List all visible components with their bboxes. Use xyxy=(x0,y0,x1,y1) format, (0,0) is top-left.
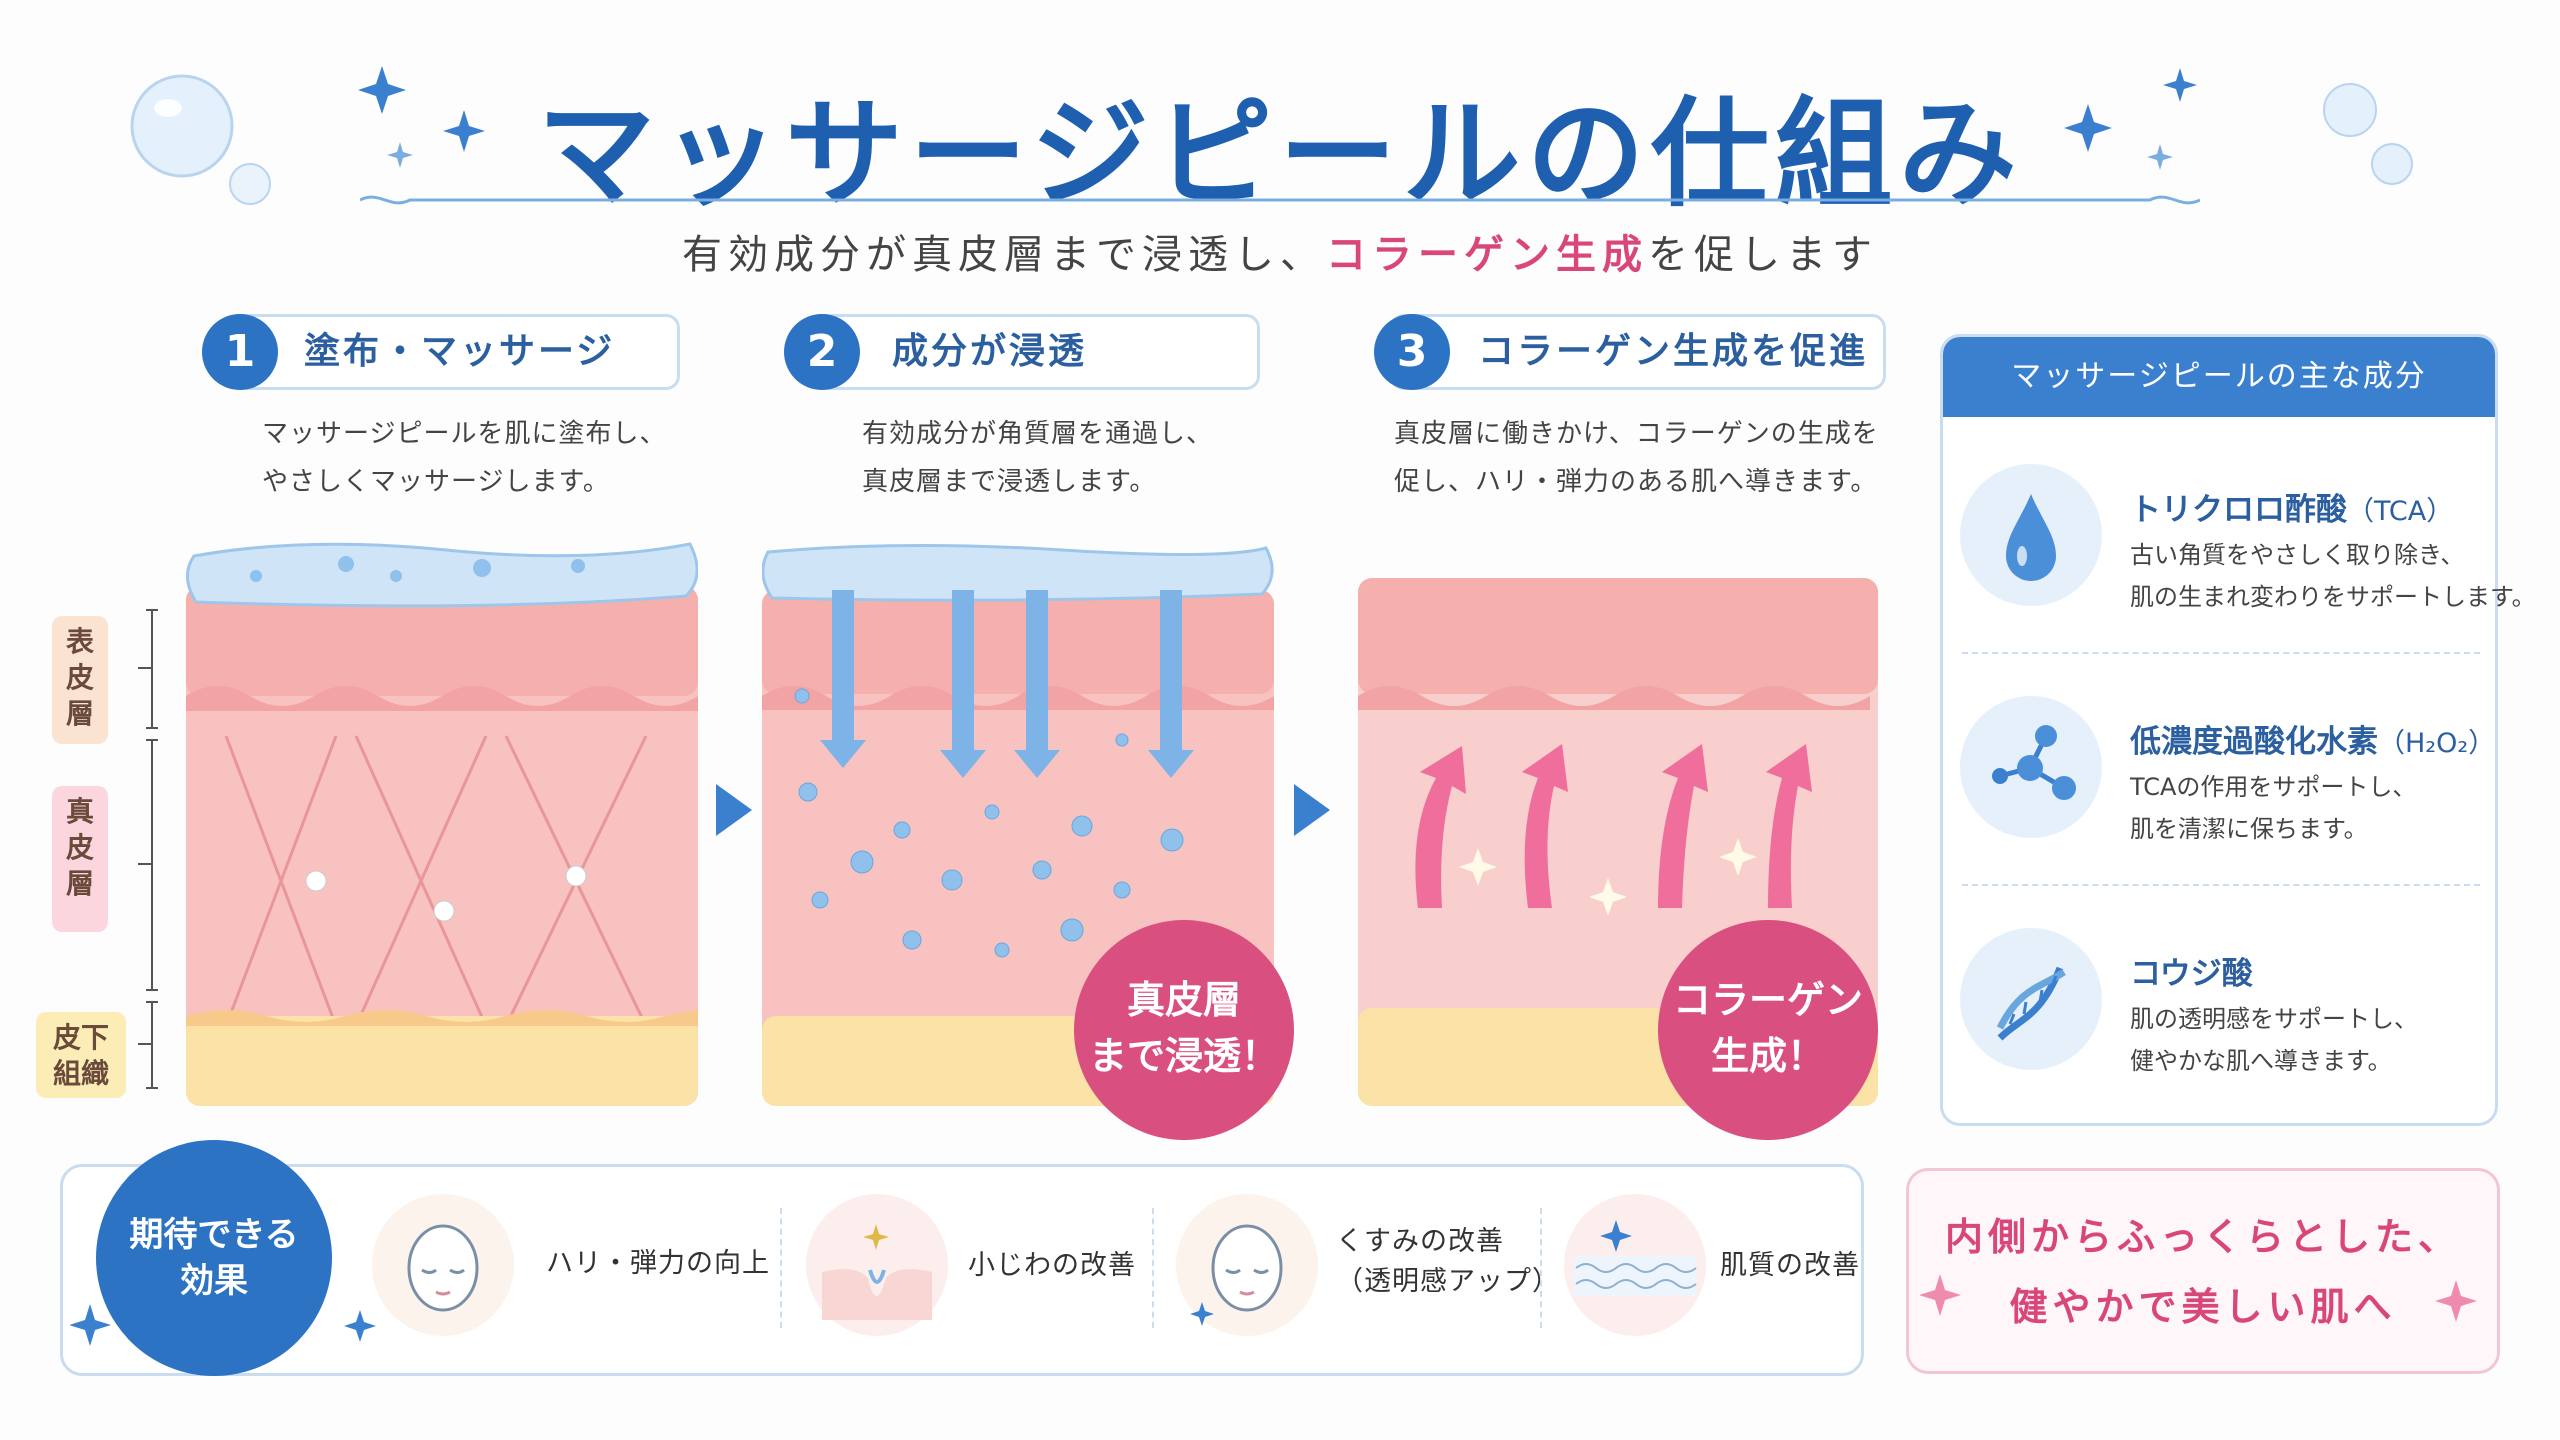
bubble-step-2-line1: 真皮層 xyxy=(1126,978,1241,1022)
ingredient-2-sub: （H₂O₂） xyxy=(2378,728,2496,759)
step-1-label: 塗布・マッサージ xyxy=(304,331,616,372)
effects-badge: 期待できる 効果 xyxy=(96,1140,332,1376)
effect-3-line1: くすみの改善 xyxy=(1336,1226,1504,1257)
ingredient-separator-1 xyxy=(1962,652,2480,654)
ingredient-1-name: トリクロロ酢酸（TCA） xyxy=(2130,484,2453,529)
effect-separator-3 xyxy=(1540,1208,1542,1328)
ingredient-3-name: コウジ酸 xyxy=(2130,948,2253,993)
step-1-number: 1 xyxy=(202,314,278,390)
effects-box xyxy=(60,1164,1864,1376)
dna-icon xyxy=(1960,928,2102,1070)
step-2-desc-line2: 真皮層まで浸透します。 xyxy=(862,467,1157,497)
layer-subcutis-text: 皮下 組織 xyxy=(52,1021,109,1090)
bubble-step-3-line1: コラーゲン xyxy=(1672,978,1863,1022)
flow-arrow-1 xyxy=(716,784,752,836)
tagline-box xyxy=(1906,1168,2500,1374)
ingredient-2-name-text: 低濃度過酸化水素 xyxy=(2130,724,2378,760)
step-3-desc-line1: 真皮層に働きかけ、コラーゲンの生成を xyxy=(1394,419,1879,449)
effect-4-label: 肌質の改善 xyxy=(1720,1246,1860,1286)
droplet-icon xyxy=(1960,464,2102,606)
step-3-label: コラーゲン生成を促進 xyxy=(1478,331,1869,372)
tagline: 内側からふっくらとした、 健やかで美しい肌へ xyxy=(1906,1202,2500,1342)
decor-top-right xyxy=(2064,68,2413,185)
ingredient-1-desc: 古い角質をやさしく取り除き、肌の生まれ変わりをサポートします。 xyxy=(2130,534,2536,618)
bubble-step-3: コラーゲン 生成！ xyxy=(1658,920,1878,1140)
subtitle-text: 有効成分が真皮層まで浸透し、 xyxy=(682,232,1326,278)
title-underline xyxy=(360,195,2200,205)
effect-1-label: ハリ・弾力の向上 xyxy=(546,1244,770,1284)
skin-texture-icon xyxy=(1564,1194,1706,1336)
ingredient-3-desc-line2: 健やかな肌へ導きます。 xyxy=(2130,1047,2392,1075)
face-icon xyxy=(372,1194,514,1336)
tagline-line2: 健やかで美しい肌へ xyxy=(2009,1285,2397,1329)
step-2-desc: 有効成分が角質層を通過し、 真皮層まで浸透します。 xyxy=(862,410,1213,506)
effects-sparkles xyxy=(70,1304,376,1346)
layer-epidermis-text: 表 皮 層 xyxy=(65,625,94,730)
tagline-sparkles xyxy=(1920,1274,2477,1322)
bubble-step-2: 真皮層 まで浸透！ xyxy=(1074,920,1294,1140)
layer-bracket xyxy=(138,609,158,1089)
ingredient-3-desc-line1: 肌の透明感をサポートし、 xyxy=(2130,1005,2418,1033)
effect-3-label: くすみの改善 （透明感アップ） xyxy=(1336,1222,1560,1302)
ingredient-1-name-text: トリクロロ酢酸 xyxy=(2130,492,2347,528)
ingredient-2-desc-line1: TCAの作用をサポートし、 xyxy=(2130,773,2417,801)
ingredient-2-desc-line2: 肌を清潔に保ちます。 xyxy=(2130,815,2368,843)
effect-4-line1: 肌質の改善 xyxy=(1720,1250,1860,1281)
page-subtitle: 有効成分が真皮層まで浸透し、コラーゲン生成を促します xyxy=(0,222,2560,280)
bubble-step-2-line2: まで浸透！ xyxy=(1088,1034,1279,1078)
effect-3-line2: （透明感アップ） xyxy=(1336,1266,1560,1297)
step-1-desc-line1: マッサージピールを肌に塗布し、 xyxy=(262,419,667,449)
face-glow-icon xyxy=(1176,1194,1318,1336)
layer-label-epidermis: 表 皮 層 xyxy=(52,616,108,744)
skin-panel-1 xyxy=(186,542,698,1106)
effect-separator-2 xyxy=(1152,1208,1154,1328)
step-3-header xyxy=(1390,314,1886,390)
effects-badge-line2: 効果 xyxy=(180,1261,248,1301)
ingredient-2-name: 低濃度過酸化水素（H₂O₂） xyxy=(2130,716,2495,761)
effects-badge-line1: 期待できる xyxy=(129,1215,299,1255)
ingredient-1-desc-line1: 古い角質をやさしく取り除き、 xyxy=(2130,541,2465,569)
ingredient-2-desc: TCAの作用をサポートし、肌を清潔に保ちます。 xyxy=(2130,766,2416,850)
bubble-step-3-line2: 生成！ xyxy=(1710,1034,1825,1078)
step-3-desc: 真皮層に働きかけ、コラーゲンの生成を 促し、ハリ・弾力のある肌へ導きます。 xyxy=(1394,410,1879,506)
subtitle-text-end: を促します xyxy=(1648,232,1878,278)
tagline-line1: 内側からふっくらとした、 xyxy=(1944,1215,2461,1259)
ingredients-heading: マッサージピールの主な成分 xyxy=(1943,337,2495,417)
ingredient-3-desc: 肌の透明感をサポートし、健やかな肌へ導きます。 xyxy=(2130,998,2418,1082)
step-2-number: 2 xyxy=(784,314,860,390)
step-1-desc: マッサージピールを肌に塗布し、 やさしくマッサージします。 xyxy=(262,410,666,506)
ingredient-separator-2 xyxy=(1962,884,2480,886)
layer-label-dermis: 真 皮 層 xyxy=(52,786,108,932)
flow-arrow-2 xyxy=(1294,784,1330,836)
step-2-desc-line1: 有効成分が角質層を通過し、 xyxy=(862,419,1214,449)
layer-label-subcutis: 皮下 組織 xyxy=(36,1012,126,1098)
step-2-label: 成分が浸透 xyxy=(892,331,1088,372)
subtitle-highlight: コラーゲン生成 xyxy=(1326,232,1648,278)
step-3-number: 3 xyxy=(1374,314,1450,390)
decor-top-left xyxy=(130,66,485,205)
effect-1-line1: ハリ・弾力の向上 xyxy=(546,1248,770,1279)
ingredient-3-name-text: コウジ酸 xyxy=(2130,956,2253,992)
layer-dermis-text: 真 皮 層 xyxy=(65,795,94,900)
molecule-icon xyxy=(1960,696,2102,838)
ingredient-1-desc-line2: 肌の生まれ変わりをサポートします。 xyxy=(2130,583,2536,611)
step-1-desc-line2: やさしくマッサージします。 xyxy=(262,467,610,497)
effect-2-label: 小じわの改善 xyxy=(968,1246,1136,1286)
effect-separator-1 xyxy=(780,1208,782,1328)
wrinkle-icon xyxy=(806,1194,948,1336)
effect-2-line1: 小じわの改善 xyxy=(968,1250,1136,1281)
step-3-desc-line2: 促し、ハリ・弾力のある肌へ導きます。 xyxy=(1394,467,1878,497)
step-2-header xyxy=(808,314,1260,390)
ingredient-1-sub: （TCA） xyxy=(2347,496,2454,527)
